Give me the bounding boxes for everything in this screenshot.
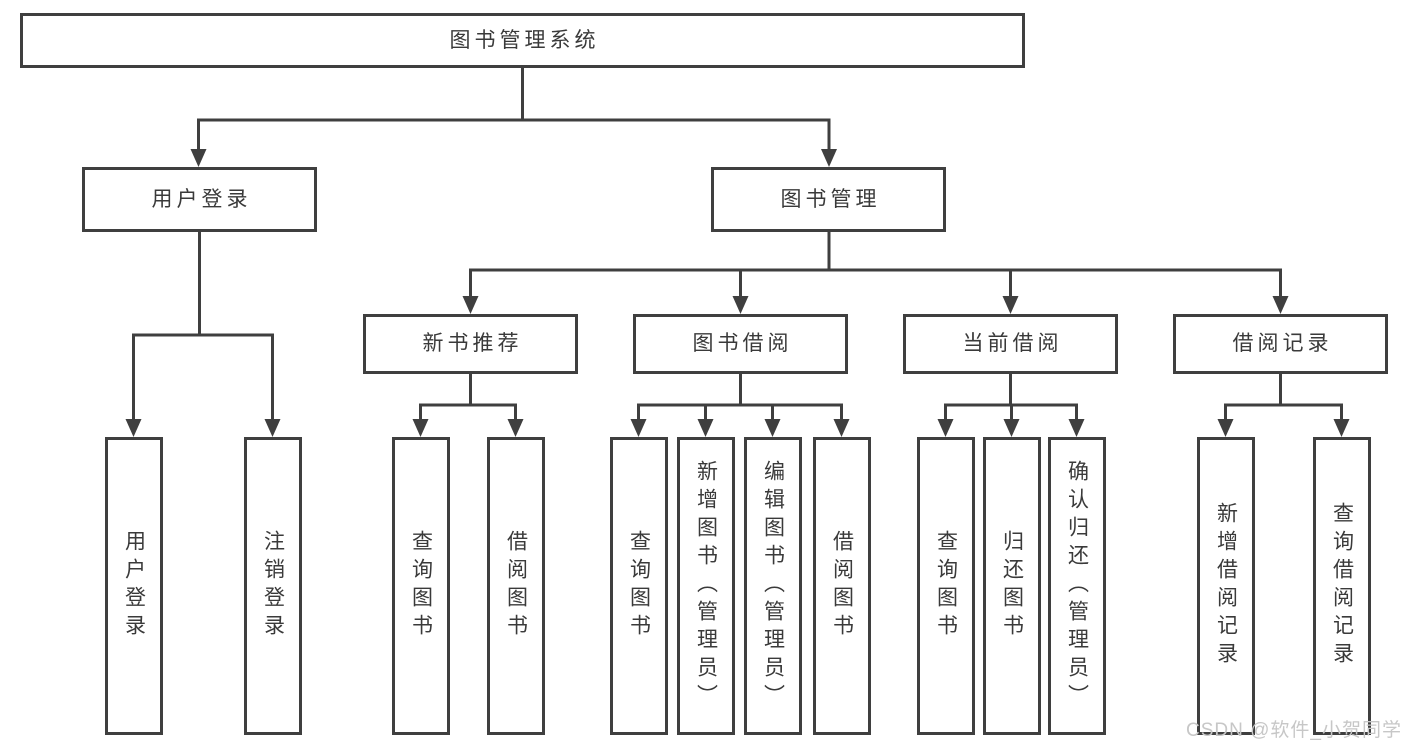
node-root: 图书管理系统 [20,13,1025,68]
arrow-down-icon [462,296,479,314]
node-new-book-rec-label: 新书推荐 [422,332,523,356]
node-new-book-rec: 新书推荐 [363,314,578,374]
connector-new-book [419,372,517,422]
leaf-query-book-3: 查询图书 [917,437,975,735]
node-root-label: 图书管理系统 [449,28,600,52]
arrow-down-icon [1217,419,1234,437]
leaf-borrow-book-1: 借阅图书 [487,437,545,735]
watermark: CSDN @软件_小贺同学 [1186,720,1402,741]
node-current-borrow: 当前借阅 [903,314,1118,374]
leaf-query-book-1: 查询图书 [392,437,450,735]
leaf-label: 查询图书 [934,530,958,642]
leaf-label: 归还图书 [1000,530,1024,642]
leaf-add-book-admin: 新增图书（管理员） [677,437,735,735]
arrow-down-icon [732,296,749,314]
arrow-down-icon [125,419,142,437]
leaf-label: 查询图书 [409,530,433,642]
arrow-down-icon [833,419,850,437]
arrow-down-icon [1068,419,1085,437]
arrow-down-icon [937,419,954,437]
arrow-down-icon [764,419,781,437]
connector-root [197,66,831,152]
node-book-borrow: 图书借阅 [633,314,848,374]
connector-book-borrow [637,372,843,422]
leaf-label: 借阅图书 [830,530,854,642]
leaf-label: 编辑图书（管理员） [761,460,785,712]
arrow-down-icon [821,149,837,167]
connector-current-borrow [944,372,1078,422]
leaf-label: 确认归还（管理员） [1065,460,1089,712]
leaf-confirm-return-admin: 确认归还（管理员） [1048,437,1106,735]
leaf-edit-book-admin: 编辑图书（管理员） [744,437,802,735]
arrow-down-icon [1333,419,1350,437]
arrow-down-icon [1003,419,1020,437]
leaf-label: 注销登录 [261,530,285,642]
leaf-label: 借阅图书 [504,530,528,642]
arrow-down-icon [630,419,647,437]
arrowheads [125,149,1350,437]
arrow-down-icon [190,149,207,167]
connector-book-mgmt [469,230,1282,299]
leaf-return-book: 归还图书 [983,437,1041,735]
arrow-down-icon [1002,296,1019,314]
node-user-login: 用户登录 [82,167,317,232]
arrow-down-icon [507,419,524,437]
leaf-user-login: 用户登录 [105,437,163,735]
leaf-query-borrow-record: 查询借阅记录 [1313,437,1371,735]
leaf-label: 新增图书（管理员） [694,460,718,712]
leaf-label: 查询图书 [627,530,651,642]
node-book-borrow-label: 图书借阅 [692,332,793,356]
leaf-borrow-book-2: 借阅图书 [813,437,871,735]
leaf-label: 查询借阅记录 [1330,502,1354,670]
connector-borrow-record [1224,372,1343,422]
leaf-logout: 注销登录 [244,437,302,735]
arrow-down-icon [1272,296,1289,314]
node-current-borrow-label: 当前借阅 [962,332,1063,356]
node-book-mgmt: 图书管理 [711,167,946,232]
arrow-down-icon [264,419,281,437]
node-book-mgmt-label: 图书管理 [780,187,881,211]
arrow-down-icon [697,419,714,437]
connector-user-login [132,230,274,422]
leaf-add-borrow-record: 新增借阅记录 [1197,437,1255,735]
node-borrow-record: 借阅记录 [1173,314,1388,374]
leaf-query-book-2: 查询图书 [610,437,668,735]
node-user-login-label: 用户登录 [151,187,252,211]
node-borrow-record-label: 借阅记录 [1232,332,1333,356]
leaf-label: 用户登录 [122,530,146,642]
arrow-down-icon [412,419,429,437]
leaf-label: 新增借阅记录 [1214,502,1238,670]
